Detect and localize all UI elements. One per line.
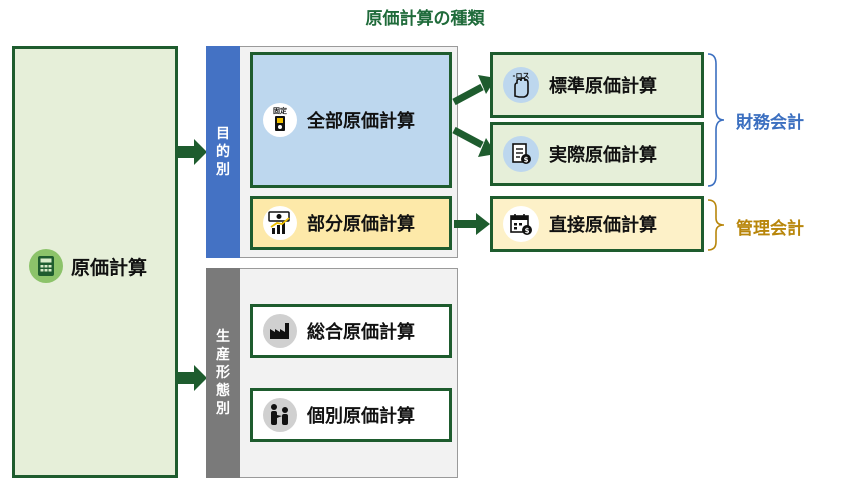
brace-zaimu [707, 53, 725, 187]
tab-char: 別 [216, 162, 230, 178]
fixed-cost-icon: 固定 [263, 103, 297, 137]
node-kobetsu-label: 個別原価計算 [307, 406, 415, 427]
loss-badge-text: -ロス [513, 72, 530, 80]
tab-char: 態 [216, 383, 230, 399]
production-group-panel [206, 268, 458, 478]
variable-cost-icon [263, 206, 297, 240]
factory-icon [263, 314, 297, 348]
tab-char: 別 [216, 401, 230, 417]
tab-char: 産 [216, 347, 230, 363]
node-hyojun-label: 標準原価計算 [549, 76, 657, 97]
arrow-root-to-production [178, 365, 207, 391]
node-sogo-label: 総合原価計算 [307, 322, 415, 343]
hand-loss-icon: -ロス [503, 67, 539, 103]
node-bubun-label: 部分原価計算 [307, 214, 415, 235]
node-jissai: $ 実際原価計算 [490, 122, 704, 186]
root-label: 原価計算 [71, 256, 148, 279]
category-kanri-label: 管理会計 [736, 219, 804, 239]
node-chokusetsu: $ 直接原価計算 [490, 196, 704, 252]
brace-kanri [707, 199, 725, 251]
fixed-badge-text: 固定 [273, 106, 287, 115]
people-icon [263, 398, 297, 432]
node-hyojun: -ロス 標準原価計算 [490, 52, 704, 118]
production-group-tab: 生 産 形 態 別 [206, 268, 240, 478]
tab-char: 的 [216, 144, 230, 160]
svg-text:$: $ [524, 156, 529, 164]
tab-char: 形 [216, 365, 230, 381]
node-bubun: 部分原価計算 [250, 196, 452, 250]
node-chokusetsu-label: 直接原価計算 [549, 215, 657, 236]
tab-char: 生 [216, 329, 230, 345]
arrow-bubun-to-chokusetsu [454, 213, 490, 235]
node-jissai-label: 実際原価計算 [549, 145, 657, 166]
node-zenbu: 固定 全部原価計算 [250, 52, 452, 188]
category-zaimu-label: 財務会計 [736, 113, 804, 133]
calculator-icon [29, 249, 63, 283]
arrow-root-to-purpose [178, 139, 207, 165]
root-node: 原価計算 [12, 46, 178, 478]
tab-char: 目 [216, 126, 230, 142]
svg-text:$: $ [525, 227, 530, 235]
calendar-icon: $ [503, 206, 539, 242]
node-kobetsu: 個別原価計算 [250, 388, 452, 442]
invoice-icon: $ [503, 136, 539, 172]
node-sogo: 総合原価計算 [250, 304, 452, 358]
purpose-group-tab: 目 的 別 [206, 46, 240, 258]
node-zenbu-label: 全部原価計算 [307, 111, 415, 132]
diagram-title: 原価計算の種類 [365, 9, 485, 29]
